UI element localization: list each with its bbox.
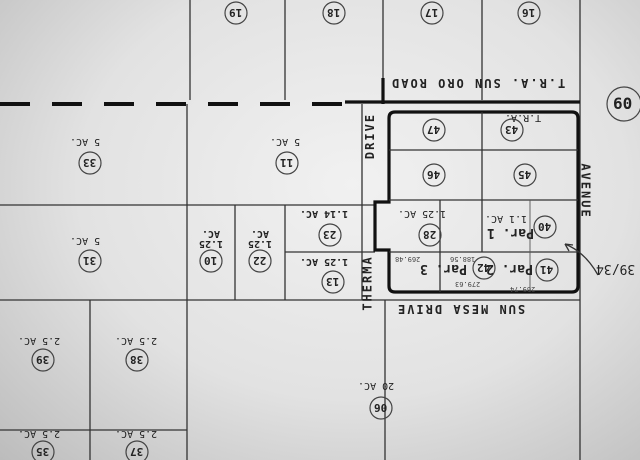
road-name-west-lower: THERMA	[360, 255, 375, 311]
parcel-number[interactable]: 47	[427, 123, 441, 136]
parcel-number[interactable]: 19	[229, 6, 243, 19]
parcel-number[interactable]: 45	[518, 168, 532, 181]
parcel-designation: Par. 2	[486, 261, 533, 276]
parcel-number[interactable]: 10	[204, 254, 218, 267]
parcel-number[interactable]: 40	[538, 220, 552, 233]
acreage-label: 1.14 AC.	[300, 208, 349, 219]
leader-arrow-head	[564, 243, 574, 252]
parcel-number[interactable]: 18	[327, 6, 341, 19]
acreage-label: 1.25 AC.	[300, 256, 349, 267]
parcel-designation: Par. 1	[487, 225, 534, 240]
adjoining-map-number[interactable]: 60	[613, 94, 633, 113]
parcel-number[interactable]: 33	[83, 156, 97, 169]
parcel-circles	[31, 1, 640, 460]
dimension-label: 269.74	[510, 285, 536, 293]
parcel-number[interactable]: 39	[36, 353, 50, 366]
parcel-number[interactable]: 11	[280, 156, 294, 169]
parcel-number[interactable]: 37	[130, 445, 144, 458]
acreage-label: 5 AC.	[70, 235, 101, 246]
acreage-label: 5 AC.	[270, 136, 301, 147]
acreage-label: 2.5 AC.	[115, 335, 158, 346]
parcel-number[interactable]: 28	[423, 228, 437, 241]
acreage-label: 2.5 AC.	[115, 428, 158, 439]
parcel-number[interactable]: 38	[130, 353, 144, 366]
parcel-number[interactable]: 41	[540, 263, 554, 276]
tra-label: T.R.A.	[505, 112, 542, 123]
parcel-number[interactable]: 22	[253, 254, 267, 267]
parcel-number[interactable]: 23	[323, 228, 337, 241]
book-page-reference[interactable]: 39/34	[596, 261, 636, 276]
acreage-label: 1.25 AC.	[398, 208, 447, 219]
parcel-number[interactable]: 31	[83, 254, 97, 267]
parcel-number[interactable]: 17	[425, 6, 439, 19]
road-name-south: SUN MESA DRIVE	[396, 302, 526, 316]
dimension-label: 279.63	[455, 280, 481, 288]
acreage-label: 2.5 AC.	[18, 335, 61, 346]
road-name-north: T.R.A. SUN ORO ROAD	[390, 76, 566, 90]
acreage-label: 2.5 AC.	[18, 428, 61, 439]
parcel-number[interactable]: 13	[326, 275, 340, 288]
acreage-label: 1.25 AC.	[247, 228, 273, 249]
parcel-number[interactable]: 46	[427, 168, 441, 181]
road-name-west: DRIVE	[363, 112, 378, 160]
dimension-label: 269.48	[395, 255, 421, 263]
road-name-east: AVENUE	[578, 163, 593, 219]
acreage-label: 1.25 AC.	[198, 228, 224, 249]
parcel-number[interactable]: 35	[36, 445, 50, 458]
parcel-number[interactable]: 06	[374, 401, 388, 414]
acreage-label: 20 AC.	[358, 380, 395, 391]
parcel-designation: Par. 3	[420, 261, 467, 276]
subject-block-outline	[373, 110, 580, 294]
acreage-label: 5 AC.	[70, 136, 101, 147]
leader-arrow	[564, 243, 599, 276]
dimension-label: 188.56	[450, 255, 476, 263]
parcel-number[interactable]: 16	[522, 6, 536, 19]
acreage-label: 1.1 AC.	[485, 213, 528, 224]
parcel-number[interactable]: 43	[505, 123, 519, 136]
